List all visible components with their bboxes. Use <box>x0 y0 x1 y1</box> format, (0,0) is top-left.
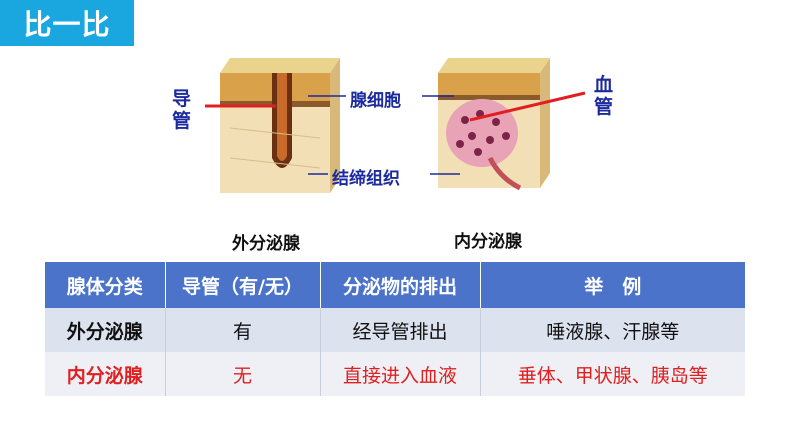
cell-duct: 无 <box>165 352 321 396</box>
cell-discharge: 直接进入血液 <box>320 352 481 396</box>
cell-duct: 有 <box>165 308 321 352</box>
endocrine-gland-picture <box>438 58 550 191</box>
endocrine-caption: 内分泌腺 <box>454 232 522 252</box>
gland-illustration <box>205 58 586 193</box>
cell-type: 外分泌腺 <box>45 308 166 352</box>
table-row: 外分泌腺 有 经导管排出 唾液腺、汗腺等 <box>45 308 745 352</box>
cell-examples: 垂体、甲状腺、胰岛等 <box>480 352 745 396</box>
cell-discharge: 经导管排出 <box>320 308 481 352</box>
table-row: 内分泌腺 无 直接进入血液 垂体、甲状腺、胰岛等 <box>45 352 745 396</box>
exocrine-caption: 外分泌腺 <box>232 234 300 254</box>
exocrine-gland-picture <box>220 58 340 193</box>
connective-tissue-label: 结缔组织 <box>332 169 400 189</box>
header-gland-type: 腺体分类 <box>45 262 166 308</box>
cell-type: 内分泌腺 <box>45 352 166 396</box>
gland-diagram: 导管 血管 腺细胞 结缔组织 外分泌腺 内分泌腺 <box>160 48 620 258</box>
header-duct: 导管（有/无） <box>165 262 321 308</box>
header-examples: 举 例 <box>480 262 745 308</box>
cell-examples: 唾液腺、汗腺等 <box>480 308 745 352</box>
duct-label: 导管 <box>172 88 192 132</box>
blood-vessel-label: 血管 <box>594 74 614 118</box>
table-header-row: 腺体分类 导管（有/无） 分泌物的排出 举 例 <box>45 262 745 308</box>
comparison-table: 腺体分类 导管（有/无） 分泌物的排出 举 例 外分泌腺 有 经导管排出 唾液腺… <box>45 262 745 396</box>
header-secretion-discharge: 分泌物的排出 <box>320 262 481 308</box>
section-tag: 比一比 <box>0 0 134 46</box>
gland-cells-label: 腺细胞 <box>350 91 401 111</box>
